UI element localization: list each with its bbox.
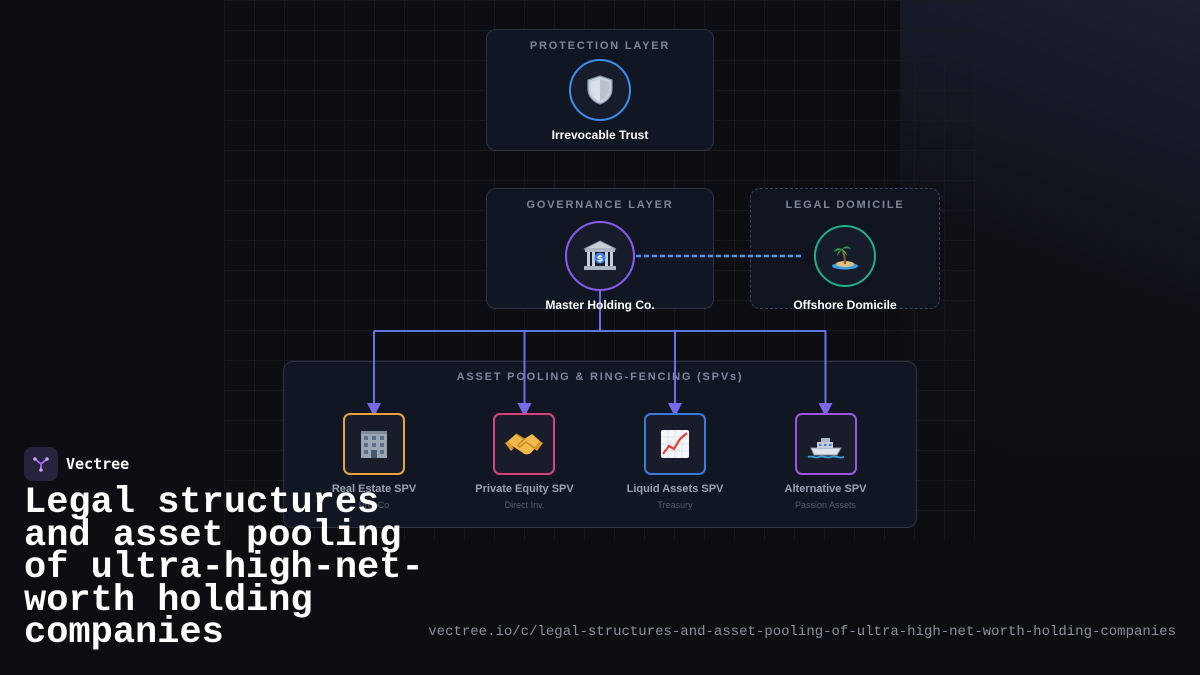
protection-layer-box: PROTECTION LAYER <box>486 29 714 151</box>
alternative-spv-tile[interactable] <box>795 413 857 475</box>
liquid-assets-spv-sublabel: Treasury <box>657 500 693 510</box>
offshore-domicile-node[interactable] <box>814 225 876 287</box>
shield-icon <box>587 75 613 105</box>
page-headline: Legal structures and asset pooling of ul… <box>24 482 424 654</box>
page-url[interactable]: vectree.io/c/legal-structures-and-asset-… <box>428 624 1176 640</box>
legal-domicile-title: LEGAL DOMICILE <box>785 199 905 211</box>
vectree-logo-icon <box>24 447 58 481</box>
svg-text:$: $ <box>597 255 603 265</box>
boat-icon <box>807 438 845 459</box>
real-estate-spv-sublabel: PropCo <box>358 500 390 510</box>
private-equity-spv-sublabel: Direct Inv. <box>504 500 545 510</box>
offshore-domicile-label: Offshore Domicile <box>793 298 897 312</box>
brand-name: Vectree <box>66 455 130 473</box>
alternative-spv-label: Alternative SPV <box>784 483 867 495</box>
master-holding-label: Master Holding Co. <box>545 298 655 312</box>
asset-pooling-title: ASSET POOLING & RING-FENCING (SPVs) <box>456 371 744 383</box>
office-building-icon <box>361 431 387 458</box>
liquid-assets-spv-tile[interactable] <box>644 413 706 475</box>
protection-layer-title: PROTECTION LAYER <box>529 40 671 52</box>
irrevocable-trust-node[interactable] <box>569 59 631 121</box>
irrevocable-trust-label: Irrevocable Trust <box>551 128 649 142</box>
brand[interactable]: Vectree <box>24 447 129 481</box>
private-equity-spv-tile[interactable] <box>493 413 555 475</box>
real-estate-spv-label: Real Estate SPV <box>331 483 417 495</box>
liquid-assets-spv-label: Liquid Assets SPV <box>626 483 724 495</box>
chart-increasing-icon <box>661 430 689 458</box>
real-estate-spv-tile[interactable] <box>343 413 405 475</box>
alternative-spv-sublabel: Passion Assets <box>794 500 857 510</box>
island-icon <box>832 246 858 270</box>
bank-icon: $ <box>583 240 617 270</box>
governance-layer-title: GOVERNANCE LAYER <box>526 199 674 211</box>
handshake-icon <box>505 433 543 455</box>
private-equity-spv-label: Private Equity SPV <box>475 483 574 495</box>
master-holding-node[interactable]: $ <box>565 221 635 291</box>
